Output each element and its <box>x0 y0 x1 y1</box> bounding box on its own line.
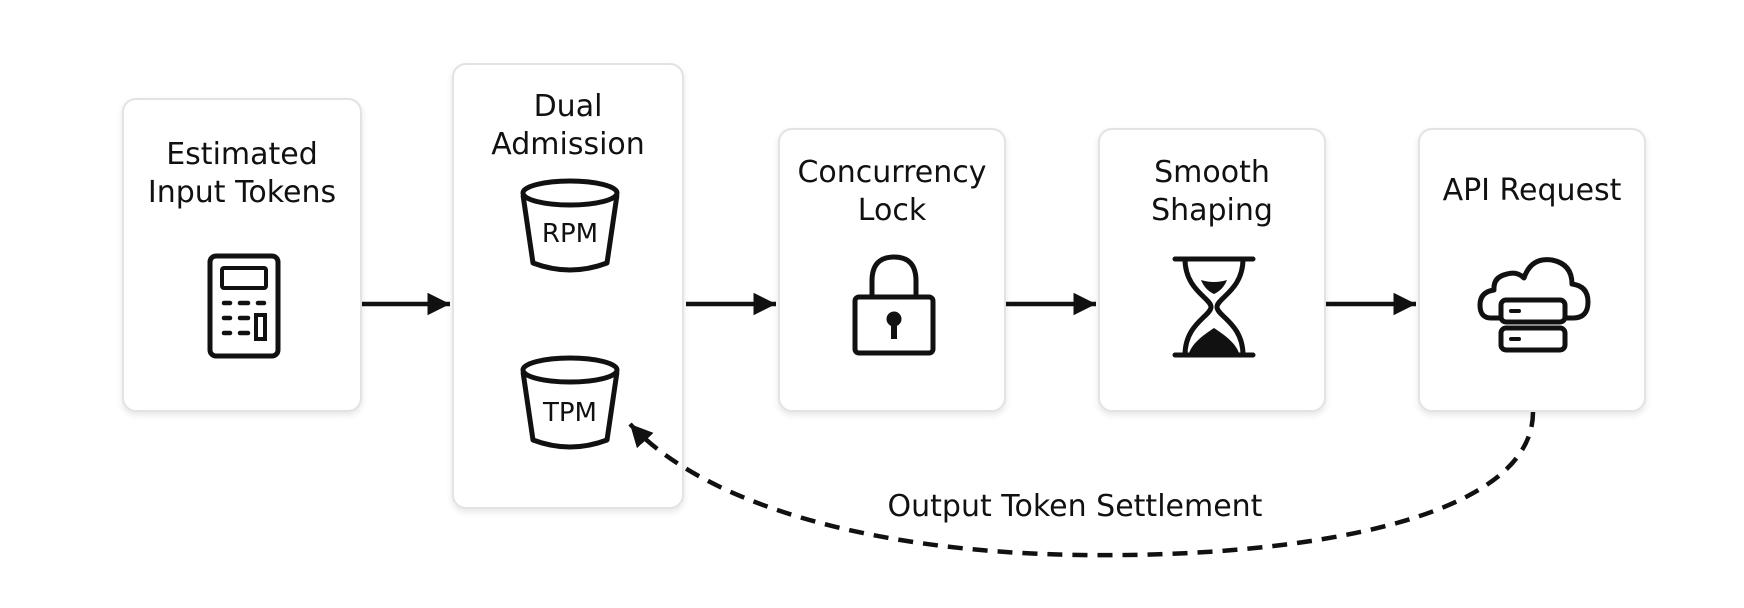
api-request-title: API Request <box>1420 172 1644 210</box>
estimated-input-tokens-title: Estimated Input Tokens <box>124 136 360 212</box>
title-line: Admission <box>491 127 645 162</box>
calculator-icon <box>207 253 281 359</box>
hourglass-icon <box>1172 256 1256 358</box>
title-line: Smooth <box>1154 155 1270 190</box>
feedback-dashed-arrow <box>628 411 1536 558</box>
tpm-bucket-icon: TPM <box>518 352 622 456</box>
rpm-label: RPM <box>541 219 599 249</box>
dual-admission-card: Dual Admission RPM TPM <box>452 63 684 509</box>
title-line: Estimated <box>166 137 318 172</box>
title-line: Shaping <box>1151 193 1273 228</box>
cloud-server-icon <box>1477 257 1591 353</box>
smooth-shaping-title: Smooth Shaping <box>1100 154 1324 230</box>
dual-admission-title: Dual Admission <box>454 88 682 164</box>
title-line: Input Tokens <box>147 175 337 210</box>
concurrency-lock-title: Concurrency Lock <box>780 154 1004 230</box>
title-line: Concurrency <box>797 155 987 190</box>
concurrency-lock-card: Concurrency Lock <box>778 128 1006 412</box>
estimated-input-tokens-card: Estimated Input Tokens <box>122 98 362 412</box>
tpm-label: TPM <box>543 398 597 428</box>
api-request-card: API Request <box>1418 128 1646 412</box>
smooth-shaping-card: Smooth Shaping <box>1098 128 1326 412</box>
title-line: Lock <box>857 193 927 228</box>
rpm-bucket-icon: RPM <box>518 175 622 279</box>
title-line: API Request <box>1442 173 1622 208</box>
feedback-label: Output Token Settlement <box>887 489 1263 524</box>
padlock-icon <box>852 254 936 356</box>
title-line: Dual <box>533 89 603 124</box>
